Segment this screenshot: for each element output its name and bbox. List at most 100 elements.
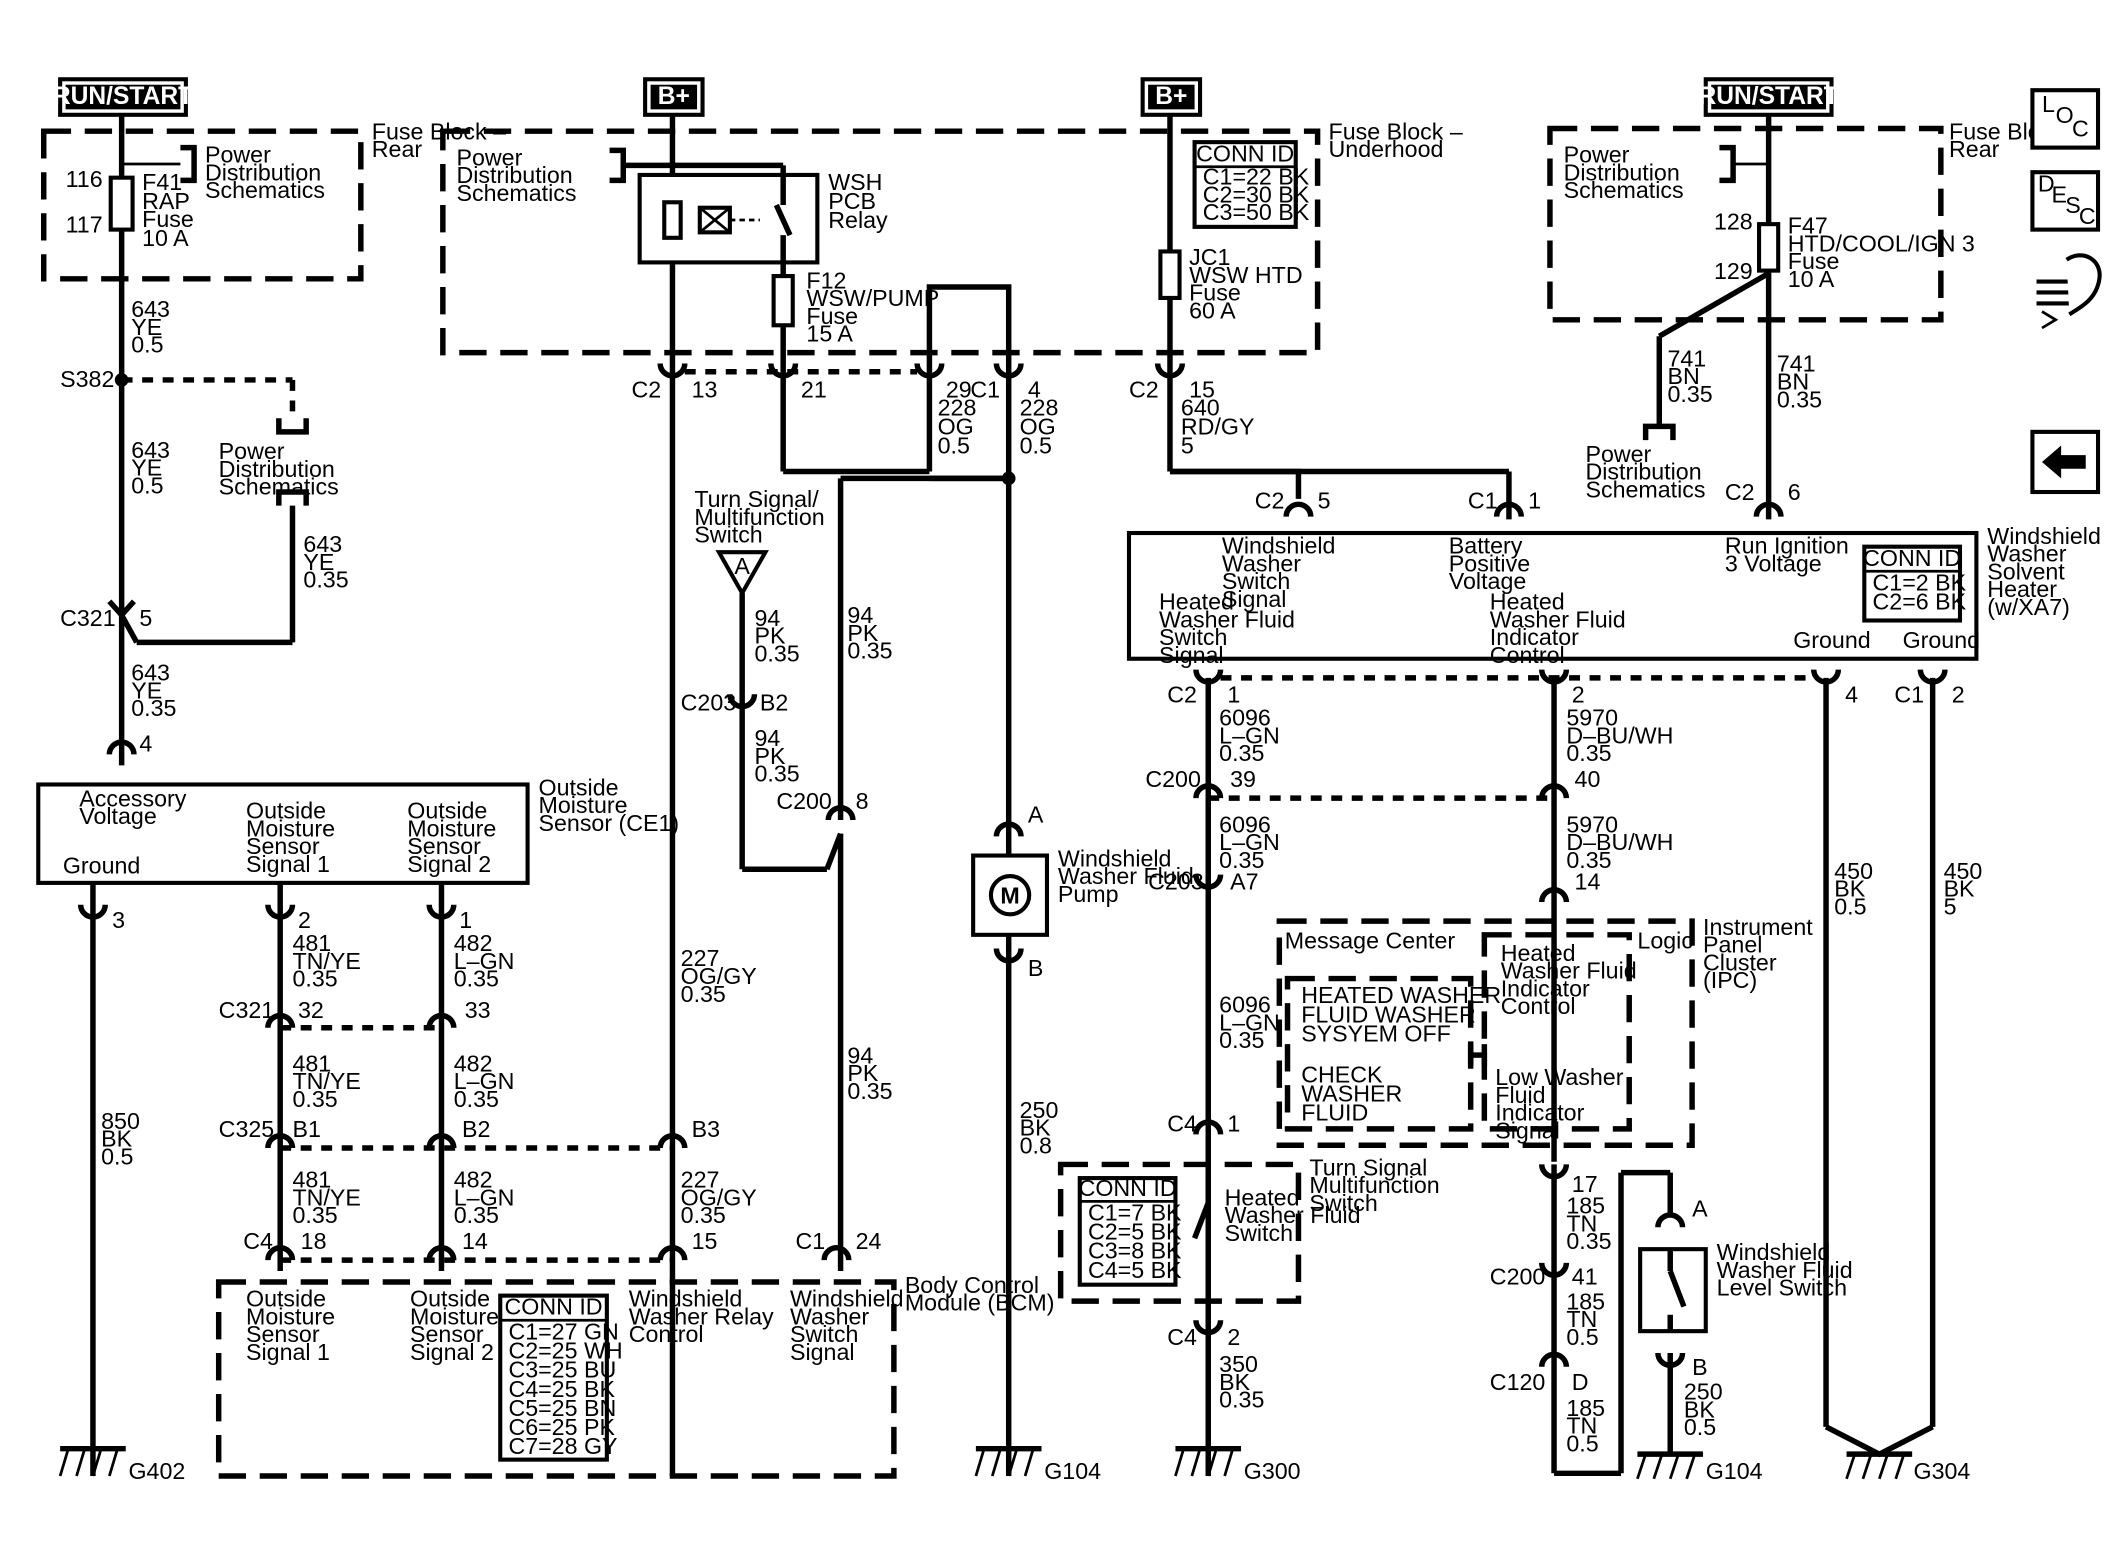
svg-text:741: 741 <box>1777 351 1816 377</box>
svg-text:C3=25 BU: C3=25 BU <box>508 1357 616 1383</box>
svg-text:14: 14 <box>462 1228 488 1254</box>
run-start-label-left: RUN/START <box>53 77 193 117</box>
svg-text:40: 40 <box>1575 766 1601 792</box>
svg-text:228: 228 <box>938 394 977 420</box>
back-arrow-icon[interactable] <box>2030 429 2101 495</box>
svg-text:5: 5 <box>1318 487 1331 513</box>
svg-text:CHECK: CHECK <box>1301 1061 1383 1087</box>
svg-text:450: 450 <box>1944 858 1983 884</box>
fuse-block-underhood: Fuse Block –Underhood <box>440 118 1463 356</box>
b-plus-label-right: B+ <box>1140 77 1203 117</box>
svg-text:C1=7 BK: C1=7 BK <box>1088 1199 1182 1225</box>
svg-text:10 A: 10 A <box>1788 266 1835 292</box>
svg-text:15: 15 <box>692 1228 718 1254</box>
svg-text:4: 4 <box>1028 377 1041 403</box>
svg-text:F12: F12 <box>806 267 846 293</box>
svg-text:94: 94 <box>754 605 780 631</box>
svg-text:24: 24 <box>856 1228 882 1254</box>
svg-text:2: 2 <box>1952 681 1965 707</box>
svg-text:C: C <box>2079 203 2096 229</box>
svg-text:2: 2 <box>298 907 311 933</box>
svg-text:60 A: 60 A <box>1189 297 1236 323</box>
turn-signal-multifunction-switch: CONN ID C1=7 BK C2=5 BK C3=8 BK C4=5 BK … <box>1057 1154 1440 1304</box>
svg-text:0.35: 0.35 <box>1219 847 1264 873</box>
svg-text:A7: A7 <box>1230 869 1258 895</box>
svg-text:0.5: 0.5 <box>131 332 163 358</box>
svg-text:450: 450 <box>1834 858 1873 884</box>
svg-text:C4: C4 <box>1167 1111 1197 1137</box>
loc-icon[interactable]: L O C <box>2030 88 2101 150</box>
svg-text:M: M <box>1000 882 1019 908</box>
svg-text:227: 227 <box>681 1167 720 1193</box>
svg-text:0.5: 0.5 <box>1566 1430 1598 1456</box>
svg-text:C3=8 BK: C3=8 BK <box>1088 1238 1182 1264</box>
ground-g104-left: G104 <box>974 1445 1101 1484</box>
svg-text:B: B <box>1028 955 1044 981</box>
svg-text:228: 228 <box>1020 394 1059 420</box>
svg-text:D–BU/WH: D–BU/WH <box>1566 829 1673 855</box>
svg-text:741: 741 <box>1667 345 1706 371</box>
svg-text:TN: TN <box>1566 1210 1597 1236</box>
svg-text:YE: YE <box>131 677 162 703</box>
svg-text:C1: C1 <box>795 1228 825 1254</box>
svg-text:0.35: 0.35 <box>454 1086 499 1112</box>
svg-text:C: C <box>2072 116 2089 142</box>
svg-text:4: 4 <box>1845 681 1858 707</box>
svg-text:B2: B2 <box>462 1116 490 1142</box>
svg-text:TN: TN <box>1566 1413 1597 1439</box>
svg-text:0.35: 0.35 <box>1219 1387 1264 1413</box>
svg-text:0.35: 0.35 <box>754 761 799 787</box>
svg-text:RUN/START: RUN/START <box>1698 83 1838 110</box>
svg-text:WSW/PUMP: WSW/PUMP <box>806 285 939 311</box>
svg-text:CONN ID: CONN ID <box>1079 1175 1177 1201</box>
svg-text:0.35: 0.35 <box>1566 1228 1611 1254</box>
svg-text:C200: C200 <box>776 788 832 814</box>
svg-text:L–GN: L–GN <box>454 1184 515 1210</box>
svg-text:1: 1 <box>1227 1111 1240 1137</box>
svg-text:C2: C2 <box>1255 487 1285 513</box>
svg-text:PCB: PCB <box>828 188 876 214</box>
svg-text:B+: B+ <box>658 83 690 110</box>
svg-text:C120: C120 <box>1490 1369 1546 1395</box>
svg-text:C2=5 BK: C2=5 BK <box>1088 1219 1182 1245</box>
svg-text:0.5: 0.5 <box>1684 1414 1716 1440</box>
svg-text:4: 4 <box>139 731 152 757</box>
desc-icon[interactable]: D E S C <box>2030 170 2101 232</box>
svg-text:643: 643 <box>303 531 342 557</box>
svg-text:C4=5 BK: C4=5 BK <box>1088 1257 1182 1283</box>
svg-text:C2=30 BK: C2=30 BK <box>1203 181 1310 207</box>
svg-text:Ground: Ground <box>1903 627 1980 653</box>
svg-text:B: B <box>1692 1354 1708 1380</box>
svg-text:L–GN: L–GN <box>1219 1009 1280 1035</box>
svg-text:117: 117 <box>66 211 103 237</box>
svg-text:D–BU/WH: D–BU/WH <box>1566 722 1673 748</box>
svg-text:B2: B2 <box>760 690 788 716</box>
svg-text:185: 185 <box>1566 1193 1605 1219</box>
svg-text:A: A <box>1028 802 1044 828</box>
svg-text:0.35: 0.35 <box>681 981 726 1007</box>
svg-text:TN: TN <box>1566 1306 1597 1332</box>
ground-g300: G300 <box>1174 1445 1301 1484</box>
svg-text:Fuse Block –Rear: Fuse Block –Rear <box>372 118 506 162</box>
svg-text:WASHER: WASHER <box>1301 1081 1402 1107</box>
svg-text:HEATED WASHER: HEATED WASHER <box>1301 982 1501 1008</box>
svg-text:C1: C1 <box>970 377 1000 403</box>
svg-text:250: 250 <box>1684 1378 1723 1404</box>
svg-text:14: 14 <box>1575 869 1601 895</box>
svg-text:G104: G104 <box>1044 1458 1101 1484</box>
harness-icon[interactable] <box>2036 253 2102 330</box>
svg-text:15: 15 <box>1189 377 1215 403</box>
svg-text:0.35: 0.35 <box>454 1202 499 1228</box>
svg-text:185: 185 <box>1566 1288 1605 1314</box>
svg-text:39: 39 <box>1230 766 1256 792</box>
svg-text:C203: C203 <box>1148 869 1204 895</box>
